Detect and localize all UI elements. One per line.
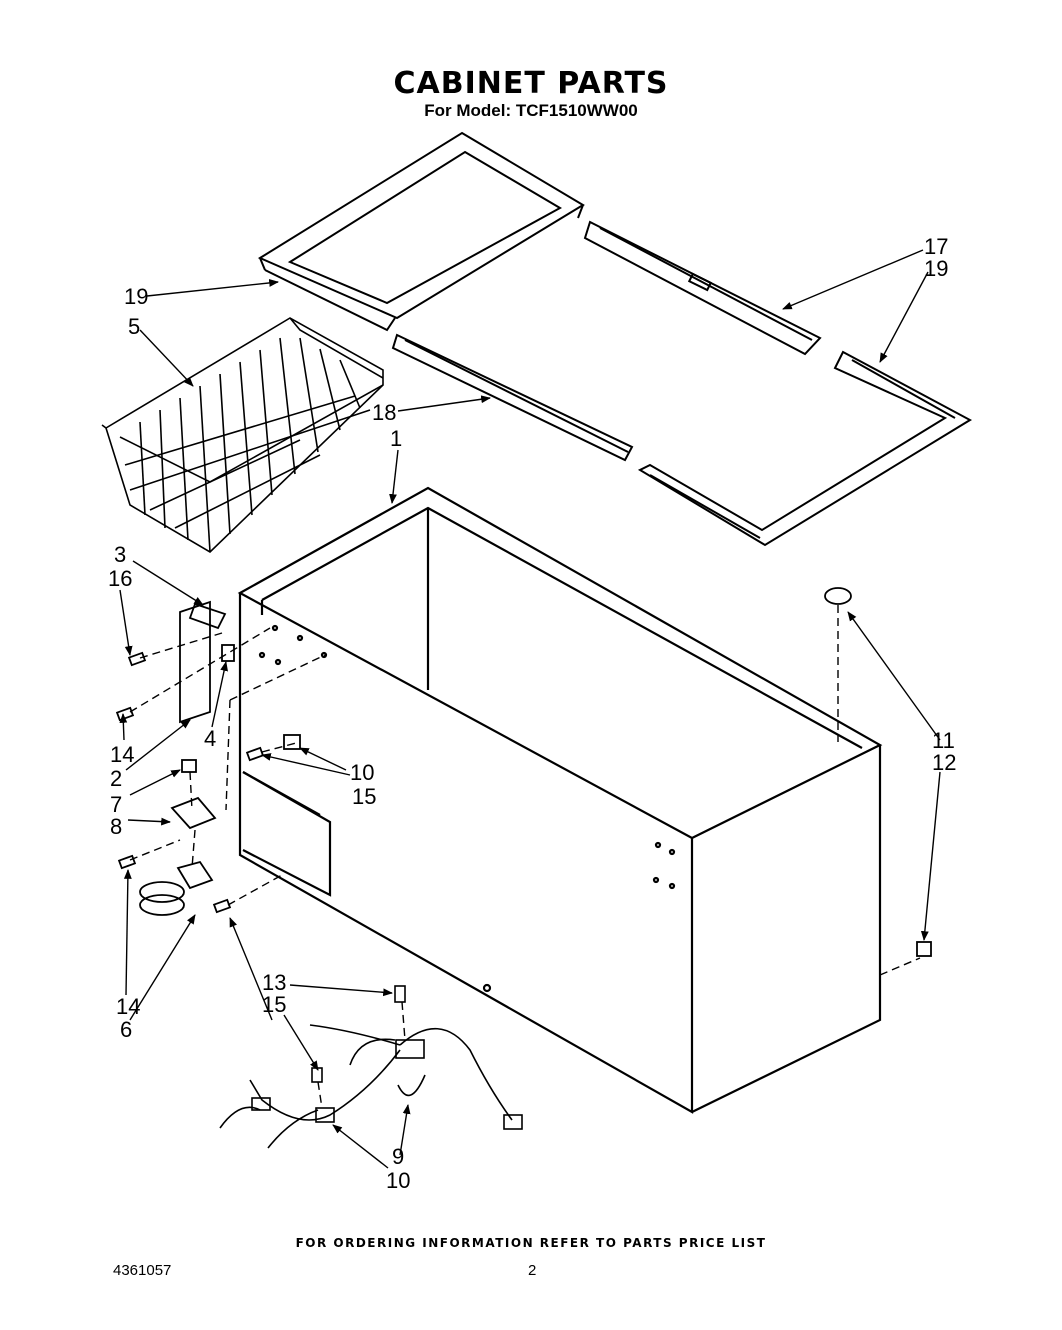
callout-18: 18 [372, 400, 396, 425]
callout-10-upper: 10 [350, 760, 374, 785]
ordering-note: FOR ORDERING INFORMATION REFER TO PARTS … [295, 1236, 767, 1250]
callout-11: 11 [932, 728, 955, 753]
callout-7: 7 [110, 792, 122, 817]
page-title: CABINET PARTS [393, 66, 669, 101]
leader-lines [119, 249, 941, 1169]
callout-5: 5 [128, 314, 140, 339]
callout-3: 3 [114, 542, 126, 567]
document-number: 4361057 [113, 1262, 172, 1279]
callout-9: 9 [392, 1144, 404, 1169]
callout-2: 2 [110, 766, 122, 791]
model-subtitle: For Model: TCF1510WW00 [424, 101, 638, 120]
callout-8: 8 [110, 814, 122, 839]
callout-10-lower: 10 [386, 1168, 410, 1193]
callout-17: 17 [924, 234, 948, 259]
callout-1: 1 [390, 426, 402, 451]
cabinet-body [237, 486, 883, 1114]
callout-labels: 19 5 17 19 18 1 3 16 14 4 2 7 8 10 15 11… [108, 234, 956, 1193]
callout-13: 13 [262, 970, 286, 995]
page-number: 2 [528, 1262, 537, 1279]
callout-14-lower: 14 [116, 994, 140, 1019]
callout-14-upper: 14 [110, 742, 134, 767]
callout-15-lower: 15 [262, 992, 286, 1017]
wiring-harness [219, 985, 523, 1149]
lid-liner-frame [257, 131, 973, 547]
callout-16: 16 [108, 566, 132, 591]
callout-4: 4 [204, 726, 216, 751]
callout-19-right: 19 [924, 256, 948, 281]
callout-19-left: 19 [124, 284, 148, 309]
callout-15-upper: 15 [352, 784, 376, 809]
wire-basket [101, 317, 384, 553]
callout-6: 6 [120, 1017, 132, 1042]
alignment-lines [129, 605, 921, 1109]
callout-12: 12 [932, 750, 956, 775]
